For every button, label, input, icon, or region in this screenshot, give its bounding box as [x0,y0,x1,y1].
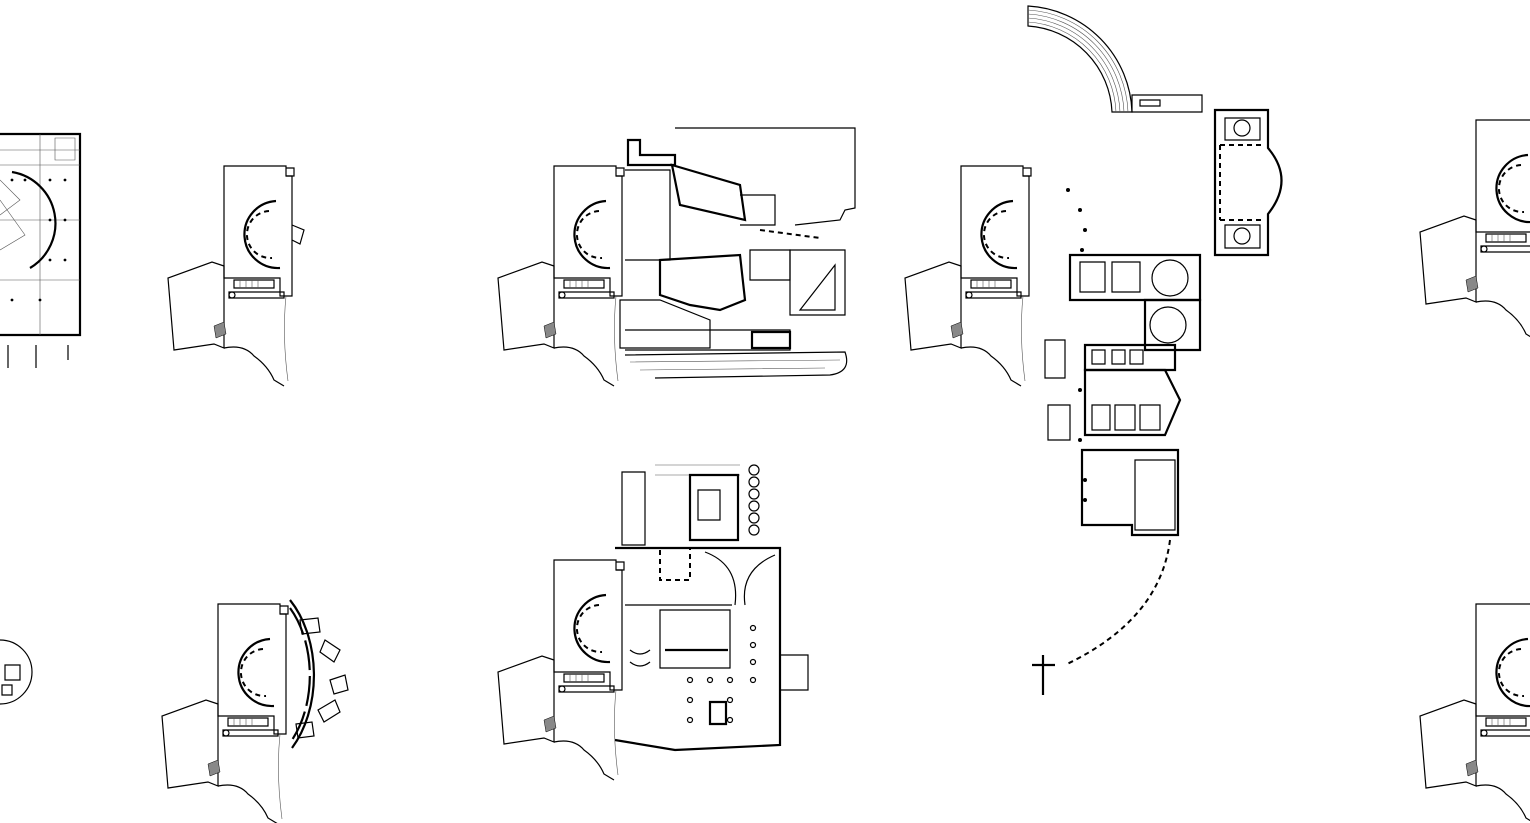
plan-base-partial-right-bottom [1418,602,1530,823]
plan-base-with-cloister [903,5,1283,695]
plan-base-with-court [496,464,809,782]
plan-partial-left-top [0,132,82,368]
plan-base-module-1-bay [291,224,305,245]
plan-base-with-wing [496,127,856,388]
plan-partial-left-bottom [0,639,33,705]
plan-base-module-1 [166,164,296,388]
plan-base-with-ring [160,599,349,823]
plan-base-partial-right-top [1418,118,1530,342]
